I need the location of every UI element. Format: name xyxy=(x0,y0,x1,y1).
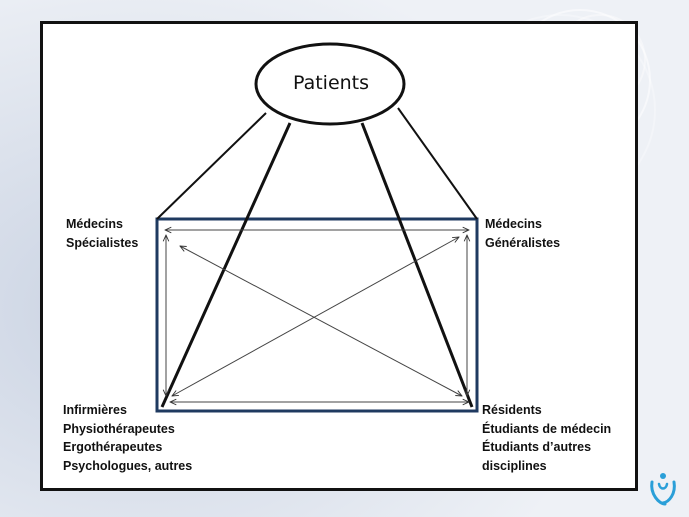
group-label-line: Ergothérapeutes xyxy=(63,440,163,454)
group-label-line: Psychologues, autres xyxy=(63,458,193,473)
link-patients-bottom-left xyxy=(160,122,292,408)
group-label-line: Spécialistes xyxy=(66,235,139,250)
link-patients-top-left xyxy=(156,112,267,220)
group-label-line: Résidents xyxy=(482,403,542,417)
link-patients-bottom-right xyxy=(360,122,474,408)
arrow-diagonal-tr-bl xyxy=(172,237,459,396)
group-label-line: Médecins xyxy=(66,217,123,231)
group-label-line: disciplines xyxy=(482,458,547,473)
group-label-line: Généralistes xyxy=(485,235,561,250)
team-rectangle xyxy=(155,217,479,413)
group-label-residents: Résidents Étudiants de médecin Étudiants… xyxy=(482,401,611,475)
group-label-line: Infirmières xyxy=(63,403,127,417)
group-label-generalistes: Médecins Généralistes xyxy=(485,215,560,252)
group-label-line: Physiothérapeutes xyxy=(63,421,175,436)
group-label-line: Médecins xyxy=(485,217,542,231)
link-patients-top-right xyxy=(397,107,478,220)
patients-label: Patients xyxy=(292,72,370,94)
group-label-paramedical: Infirmières Physiothérapeutes Ergothérap… xyxy=(63,401,192,475)
group-label-line: Étudiants d’autres xyxy=(482,440,592,454)
group-label-specialistes: Médecins Spécialistes xyxy=(66,215,138,252)
patients-node xyxy=(254,42,406,126)
logo-icon xyxy=(650,473,676,506)
group-label-line: Étudiants de médecin xyxy=(482,421,612,436)
